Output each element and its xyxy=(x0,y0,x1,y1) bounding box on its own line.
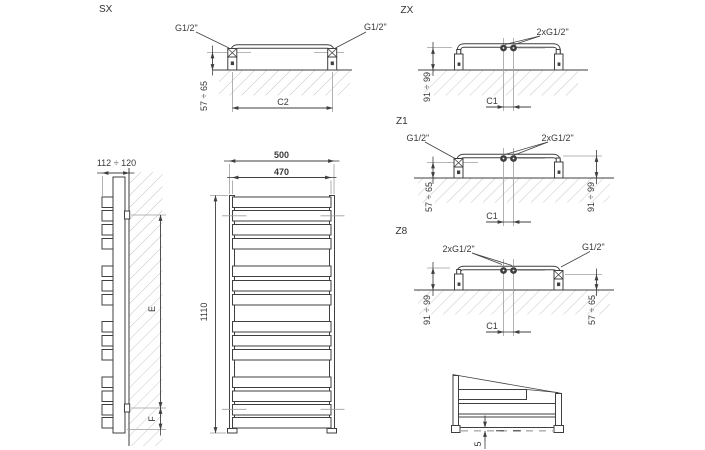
zx-c1-dim-label: C1 xyxy=(486,96,498,106)
bottom-detail-drawing xyxy=(451,374,564,449)
detail-gap-dim-label: 5 xyxy=(473,440,483,447)
z8-conn-center-label: 2xG1/2" xyxy=(442,243,475,254)
front-width-inner-dim-label: 470 xyxy=(273,167,290,177)
sx-conn-left-label: G1/2" xyxy=(175,22,198,33)
z8-right-dim-label: 57 ÷ 65 xyxy=(586,294,597,325)
z8-view-label: Z8 xyxy=(395,225,408,237)
z1-left-dim-label: 57 ÷ 65 xyxy=(423,182,434,212)
z1-c1-dim-label: C1 xyxy=(486,211,498,221)
side-f-dim-label: F xyxy=(146,415,157,422)
side-e-dim-label: E xyxy=(146,305,157,313)
sx-view-label: SX xyxy=(99,4,113,15)
zx-view-label: ZX xyxy=(400,4,414,16)
z1-right-dim-label: 91 ÷ 99 xyxy=(585,182,596,212)
sx-width-dim-label: C2 xyxy=(277,97,289,107)
sx-height-dim-label: 57 ÷ 65 xyxy=(198,81,209,111)
front-height-dim-label: 1110 xyxy=(199,302,209,322)
z8-c1-dim-label: C1 xyxy=(486,320,498,331)
z1-conn-left-label: G1/2" xyxy=(406,132,430,143)
z8-left-dim-label: 91 ÷ 99 xyxy=(421,294,432,325)
z1-drawing xyxy=(414,141,614,226)
front-view-drawing xyxy=(210,159,345,434)
z1-view-label: Z1 xyxy=(396,115,408,127)
zx-drawing xyxy=(418,35,588,111)
sx-conn-right-label: G1/2" xyxy=(364,22,387,32)
front-width-outer-dim-label: 500 xyxy=(273,150,290,160)
z8-drawing xyxy=(414,251,614,336)
side-view-drawing xyxy=(97,168,166,446)
zx-height-dim-label: 91 ÷ 99 xyxy=(421,72,432,102)
z1-conn-center-label: 2xG1/2" xyxy=(541,132,574,143)
zx-conn-center-label: 2xG1/2" xyxy=(536,26,569,37)
z8-conn-right-label: G1/2" xyxy=(582,241,605,252)
side-depth-dim-label: 112 ÷ 120 xyxy=(96,158,137,168)
sx-drawing xyxy=(195,31,367,112)
